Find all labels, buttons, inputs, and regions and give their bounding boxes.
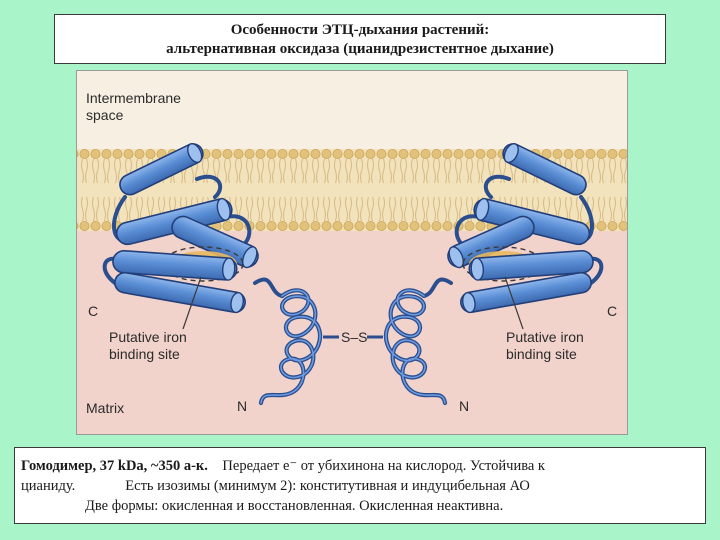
c-terminus-left-label: C <box>88 303 99 319</box>
intermembrane-space-label: Intermembrane space <box>86 90 181 123</box>
title-line-1: Особенности ЭТЦ-дыхания растений: <box>230 22 490 38</box>
description-bold: Гомодимер, 37 kDa, ~350 а-к. <box>21 458 208 474</box>
description-line-3: Две формы: окисленная и восстановленная.… <box>85 498 504 514</box>
description-line-2b: Есть изозимы (минимум 2): конститутивная… <box>125 478 530 494</box>
left-iron-leader <box>182 276 202 330</box>
left-monomer <box>102 142 323 406</box>
aox-diagram: Intermembrane space Matrix C C N N Putat… <box>76 70 628 435</box>
disulfide-bond-label: S–S <box>341 329 368 345</box>
iron-site-right-label: Putative iron binding site <box>506 329 584 362</box>
n-terminus-left-label: N <box>237 398 248 414</box>
aox-diagram-svg <box>77 71 627 434</box>
intermembrane-region <box>77 71 627 153</box>
right-monomer <box>383 142 604 406</box>
c-terminus-right-label: C <box>607 303 618 319</box>
title-box: Особенности ЭТЦ-дыхания растений: альтер… <box>54 14 666 64</box>
description-line-1: Передает е⁻ от убихинона на кислород. Ус… <box>222 458 545 474</box>
description-line-2a: цианиду. <box>21 478 76 494</box>
n-terminus-right-label: N <box>459 398 470 414</box>
iron-site-left-label: Putative iron binding site <box>109 329 187 362</box>
matrix-label: Matrix <box>86 400 125 416</box>
title-line-2: альтернативная оксидаза (цианидрезистент… <box>166 41 554 57</box>
description-box: Гомодимер, 37 kDa, ~350 а-к. Передает е⁻… <box>14 447 706 524</box>
